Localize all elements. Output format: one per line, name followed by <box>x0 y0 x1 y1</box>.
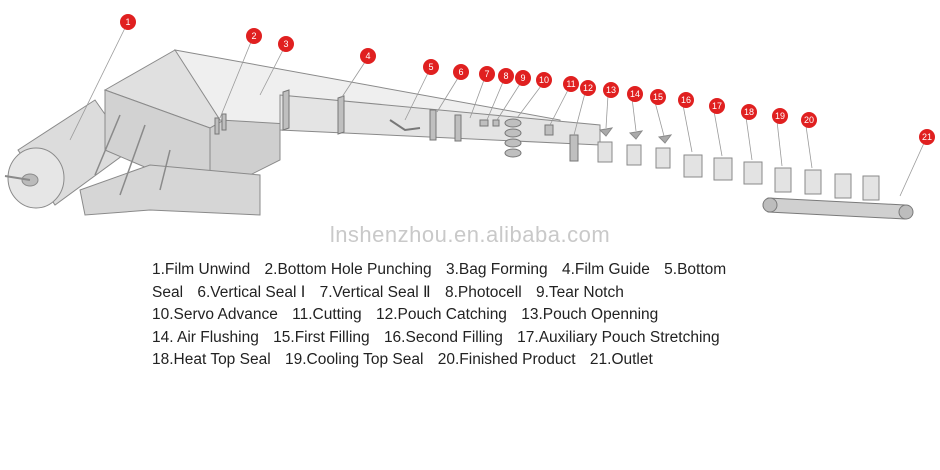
outlet-conveyor <box>762 197 914 220</box>
callout-number: 15 <box>653 92 663 102</box>
callout-marker-12: 12 <box>580 80 596 96</box>
callout-number: 18 <box>744 107 754 117</box>
legend-item: 2.Bottom Hole Punching <box>264 261 432 278</box>
legend-line: 14. Air Flushing 15.First Filling 16.Sec… <box>152 327 852 350</box>
callout-number: 4 <box>365 51 370 61</box>
pouch-row <box>597 127 880 201</box>
callout-number: 16 <box>681 95 691 105</box>
callout-circle <box>423 59 439 75</box>
callout-marker-5: 5 <box>423 59 439 75</box>
callout-marker-4: 4 <box>360 48 376 64</box>
station-parts <box>214 89 579 162</box>
legend-item: 16.Second Filling <box>383 328 503 346</box>
legend-item: 12.Pouch Catching <box>375 306 507 323</box>
leader-lines <box>69 27 925 197</box>
callout-number: 9 <box>520 73 525 83</box>
callout-number: 3 <box>283 39 288 49</box>
legend-item: 14. Air Flushing <box>152 328 259 346</box>
legend-item: 1.Film Unwind <box>152 261 251 278</box>
legend-item: Seal <box>152 283 184 301</box>
callout-marker-14: 14 <box>627 86 643 102</box>
legend-item: 3.Bag Forming <box>445 261 548 278</box>
callout-circle <box>772 108 788 124</box>
legend-item: 4.Film Guide <box>561 261 650 278</box>
callout-number: 19 <box>775 111 785 121</box>
callout-number: 7 <box>484 69 489 79</box>
legend-line: Seal 6.Vertical Seal Ⅰ 7.Vertical Seal Ⅱ… <box>152 282 852 305</box>
callout-marker-9: 9 <box>515 70 531 86</box>
callout-number: 14 <box>630 89 640 99</box>
legend-line: 10.Servo Advance 11.Cutting 12.Pouch Cat… <box>152 304 852 327</box>
callout-marker-20: 20 <box>801 112 817 128</box>
callout-marker-13: 13 <box>603 82 619 98</box>
callout-circle <box>246 28 262 44</box>
callout-circle <box>678 92 694 108</box>
callout-circle <box>120 14 136 30</box>
callout-marker-21: 21 <box>919 129 935 145</box>
callout-circle <box>515 70 531 86</box>
legend-item: 20.Finished Product <box>437 351 576 368</box>
callout-circle <box>278 36 294 52</box>
callout-number: 6 <box>458 67 463 77</box>
legend-item: 7.Vertical Seal Ⅱ <box>319 283 431 301</box>
callout-circle <box>650 89 666 105</box>
callout-circle <box>709 98 725 114</box>
callout-circle <box>360 48 376 64</box>
callout-number: 8 <box>503 71 508 81</box>
callout-circle <box>627 86 643 102</box>
callout-circle <box>741 104 757 120</box>
legend-item: 21.Outlet <box>589 351 653 368</box>
legend-item: 9.Tear Notch <box>535 283 624 301</box>
legend-item: 8.Photocell <box>444 283 522 301</box>
legend-item: 6.Vertical Seal Ⅰ <box>197 283 306 301</box>
watermark: lnshenzhou.en.alibaba.com <box>329 222 611 247</box>
callout-circle <box>563 76 579 92</box>
callout-circle <box>498 68 514 84</box>
callout-marker-16: 16 <box>678 92 694 108</box>
callout-circle <box>453 64 469 80</box>
callout-circle <box>536 72 552 88</box>
legend-item: 17.Auxiliary Pouch Stretching <box>517 328 720 346</box>
callout-circle <box>603 82 619 98</box>
callout-circle <box>919 129 935 145</box>
legend-item: 5.Bottom <box>664 261 727 278</box>
callout-marker-11: 11 <box>563 76 579 92</box>
callout-marker-10: 10 <box>536 72 552 88</box>
callout-number: 1 <box>125 17 130 27</box>
callout-number: 10 <box>539 75 549 85</box>
callout-marker-7: 7 <box>479 66 495 82</box>
callout-marker-17: 17 <box>709 98 725 114</box>
legend-item: 19.Cooling Top Seal <box>284 351 424 368</box>
legend-item: 10.Servo Advance <box>152 306 278 323</box>
callout-circle <box>580 80 596 96</box>
callout-marker-8: 8 <box>498 68 514 84</box>
callout-marker-18: 18 <box>741 104 757 120</box>
legend-line: 18.Heat Top Seal 19.Cooling Top Seal 20.… <box>152 349 852 372</box>
callout-marker-2: 2 <box>246 28 262 44</box>
film-unwind-roll <box>4 99 131 209</box>
callout-number: 11 <box>566 79 575 89</box>
callout-number: 13 <box>606 85 616 95</box>
callout-marker-15: 15 <box>650 89 666 105</box>
callout-number: 20 <box>804 115 814 125</box>
legend-item: 13.Pouch Openning <box>521 306 659 323</box>
callout-circle <box>801 112 817 128</box>
callout-number: 5 <box>428 62 433 72</box>
callout-circle <box>479 66 495 82</box>
legend-line: 1.Film Unwind 2.Bottom Hole Punching 3.B… <box>152 259 852 282</box>
legend-item: 18.Heat Top Seal <box>152 351 271 368</box>
callout-marker-6: 6 <box>453 64 469 80</box>
legend-item: 15.First Filling <box>273 328 370 346</box>
callout-number: 21 <box>922 132 932 142</box>
callout-number: 12 <box>583 83 593 93</box>
legend-item: 11.Cutting <box>292 306 362 323</box>
callout-marker-3: 3 <box>278 36 294 52</box>
callout-number: 2 <box>251 31 256 41</box>
legend: 1.Film Unwind 2.Bottom Hole Punching 3.B… <box>152 259 852 372</box>
callout-marker-19: 19 <box>772 108 788 124</box>
callout-marker-1: 1 <box>120 14 136 30</box>
callout-number: 17 <box>712 101 722 111</box>
